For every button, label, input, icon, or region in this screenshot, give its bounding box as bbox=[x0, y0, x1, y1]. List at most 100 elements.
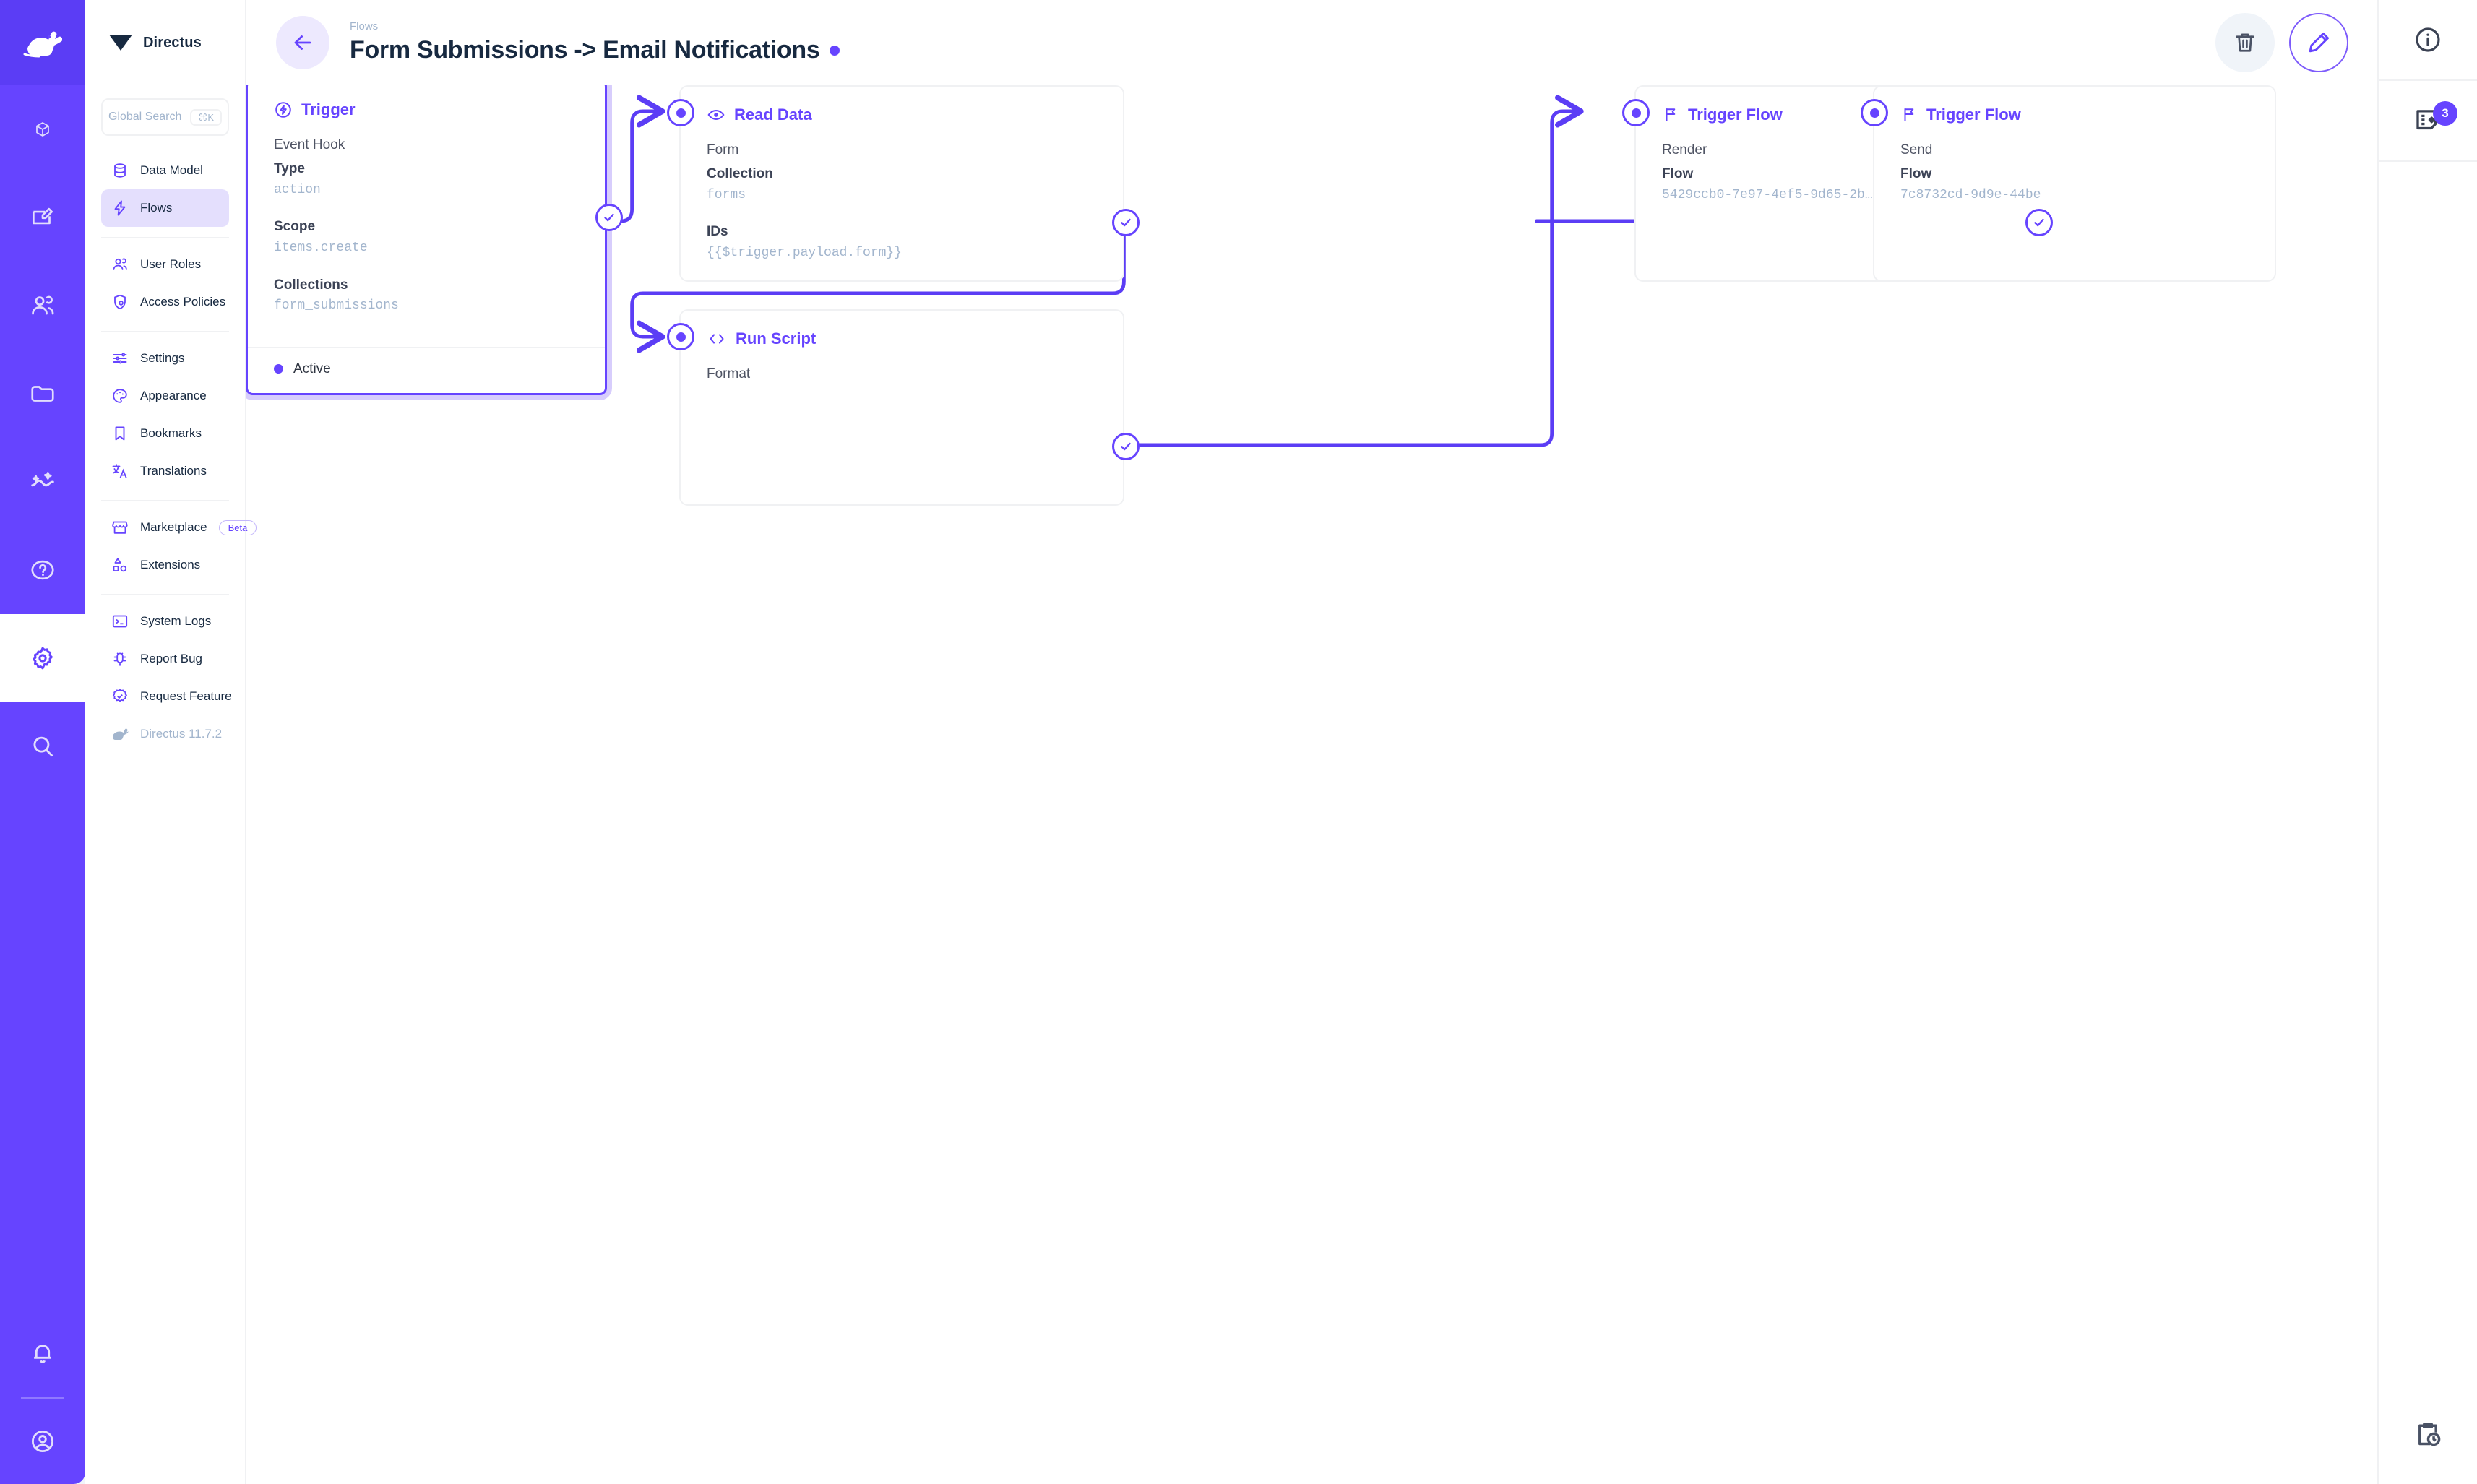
bug-icon bbox=[113, 652, 126, 666]
node-field-value: form_submissions bbox=[274, 298, 399, 313]
sidebar-item-report-bug[interactable]: Report Bug bbox=[101, 640, 229, 678]
rail-item-account[interactable] bbox=[0, 1399, 85, 1484]
sidebar-item-access-policies[interactable]: Access Policies bbox=[101, 283, 229, 321]
port-input-run-script[interactable] bbox=[667, 323, 694, 350]
node-operation: Render bbox=[1662, 142, 1707, 158]
eye-icon bbox=[707, 110, 725, 120]
rail-item-insights[interactable] bbox=[0, 438, 85, 526]
page-header: Flows Form Submissions -> Email Notifica… bbox=[246, 0, 2377, 85]
info-panel-button[interactable] bbox=[2378, 0, 2477, 81]
trash-icon bbox=[2236, 33, 2254, 52]
node-field-value: 7c8732cd-9d9e-44be bbox=[1900, 187, 2041, 202]
title-block: Flows Form Submissions -> Email Notifica… bbox=[350, 20, 840, 65]
rail-item-users[interactable] bbox=[0, 262, 85, 350]
sidebar-item-appearance[interactable]: Appearance bbox=[101, 377, 229, 415]
nav-group-5: System Logs Report Bug Request Feature bbox=[85, 603, 245, 753]
nav-group-4: Marketplace Beta Extensions bbox=[85, 509, 257, 584]
sidebar-item-version: Directus 11.7.2 bbox=[101, 715, 229, 753]
breadcrumb[interactable]: Flows bbox=[350, 20, 379, 33]
port-dot-icon bbox=[1631, 108, 1641, 118]
flow-node-run-script[interactable]: Run Script Format bbox=[667, 309, 1140, 506]
directus-rabbit-logo-icon[interactable] bbox=[0, 0, 85, 85]
port-resolve-run-script[interactable] bbox=[1112, 433, 1140, 460]
terminal-icon bbox=[112, 615, 128, 628]
port-input-trigger-flow-send[interactable] bbox=[1861, 99, 1888, 126]
nav-divider bbox=[101, 237, 229, 238]
nav-group-2: User Roles Access Policies bbox=[85, 246, 245, 321]
node-operation: Event Hook bbox=[274, 137, 345, 152]
flow-node-trigger[interactable]: Trigger Event Hook Type action Scope ite… bbox=[246, 85, 623, 395]
node-operation: Form bbox=[707, 142, 739, 158]
flow-canvas[interactable]: Trigger Event Hook Type action Scope ite… bbox=[246, 85, 2377, 1484]
status-badge: Beta bbox=[218, 519, 257, 535]
sidebar-item-extensions[interactable]: Extensions bbox=[101, 546, 229, 584]
sidebar-item-user-roles[interactable]: User Roles bbox=[101, 246, 229, 283]
node-field-key: Flow bbox=[1662, 166, 1694, 182]
port-input-trigger-flow-render[interactable] bbox=[1622, 99, 1650, 126]
rail-item-files[interactable] bbox=[0, 350, 85, 438]
node-status-label: Active bbox=[293, 361, 331, 376]
node-title: Trigger Flow bbox=[1926, 105, 2021, 124]
rail-item-editor[interactable] bbox=[0, 173, 85, 262]
node-field-value: items.create bbox=[274, 240, 368, 255]
rail-item-settings[interactable] bbox=[0, 614, 85, 702]
sidebar-item-system-logs[interactable]: System Logs bbox=[101, 603, 229, 640]
database-icon bbox=[114, 163, 126, 178]
sidebar-item-label: System Logs bbox=[140, 614, 212, 628]
node-status: Active bbox=[248, 346, 605, 393]
people-icon bbox=[113, 258, 127, 270]
directus-rabbit-icon bbox=[113, 728, 129, 740]
sidebar-item-request-feature[interactable]: Request Feature bbox=[101, 678, 232, 715]
lightning-bolt-icon bbox=[114, 200, 126, 216]
node-header: Read Data bbox=[707, 105, 1097, 124]
flow-node-read-data[interactable]: Read Data Form Collection forms IDs {{$t… bbox=[667, 85, 1140, 282]
sliders-icon bbox=[113, 353, 127, 364]
sidebar-item-data-model[interactable]: Data Model bbox=[101, 152, 229, 189]
sidebar-item-label: Data Model bbox=[140, 163, 203, 177]
palette-icon bbox=[113, 389, 127, 403]
revisions-button[interactable]: 3 bbox=[2378, 81, 2477, 162]
status-dot-icon bbox=[274, 364, 283, 374]
sidebar-item-translations[interactable]: Translations bbox=[101, 452, 229, 490]
flow-node-trigger-flow-send[interactable]: Trigger Flow Send Flow 7c8732cd-9d9e-44b… bbox=[1861, 85, 2276, 282]
info-circle-icon bbox=[2416, 27, 2440, 52]
rail-item-help[interactable] bbox=[0, 526, 85, 614]
search-input[interactable]: Global Search ⌘K bbox=[101, 98, 229, 136]
sidebar-item-flows[interactable]: Flows bbox=[101, 189, 229, 227]
delete-flow-button[interactable] bbox=[2215, 13, 2275, 72]
flow-logs-button[interactable] bbox=[2378, 1384, 2477, 1484]
rail-item-notifications[interactable] bbox=[0, 1309, 85, 1397]
check-icon bbox=[604, 213, 614, 222]
flag-icon bbox=[1666, 108, 1676, 121]
main-content: Flows Form Submissions -> Email Notifica… bbox=[246, 0, 2377, 1484]
sidebar-item-label: Directus 11.7.2 bbox=[140, 727, 223, 741]
back-button[interactable] bbox=[276, 16, 329, 69]
node-header: Run Script bbox=[707, 329, 1097, 348]
sidebar-item-marketplace[interactable]: Marketplace Beta bbox=[101, 509, 257, 546]
nav-divider bbox=[101, 500, 229, 501]
port-resolve-read-data[interactable] bbox=[1112, 209, 1140, 236]
node-field-value: forms bbox=[707, 187, 746, 202]
sidebar-item-settings[interactable]: Settings bbox=[101, 340, 229, 377]
node-field-key: Flow bbox=[1900, 166, 1932, 182]
shapes-icon bbox=[113, 558, 127, 572]
port-resolve-trigger[interactable] bbox=[595, 204, 623, 231]
port-input-read-data[interactable] bbox=[667, 99, 694, 126]
directus-mark-icon bbox=[109, 35, 132, 51]
sidebar-item-label: Appearance bbox=[140, 389, 207, 402]
rail-divider bbox=[21, 1397, 64, 1399]
bookmark-icon bbox=[115, 426, 125, 441]
rail-item-content[interactable] bbox=[0, 85, 85, 173]
rail-item-search[interactable] bbox=[0, 702, 85, 790]
module-rail bbox=[0, 0, 85, 1484]
node-field-key: Collections bbox=[274, 277, 348, 293]
brand: Directus bbox=[85, 0, 245, 85]
node-field-key: Scope bbox=[274, 219, 316, 235]
port-resolve-trigger-flow-render[interactable] bbox=[2025, 209, 2053, 236]
badge-check-icon bbox=[112, 689, 127, 702]
edit-flow-button[interactable] bbox=[2289, 13, 2348, 72]
node-field-key: Type bbox=[274, 161, 305, 177]
sidebar-item-label: Access Policies bbox=[140, 295, 226, 309]
node-header: Trigger bbox=[274, 100, 579, 119]
sidebar-item-bookmarks[interactable]: Bookmarks bbox=[101, 415, 229, 452]
